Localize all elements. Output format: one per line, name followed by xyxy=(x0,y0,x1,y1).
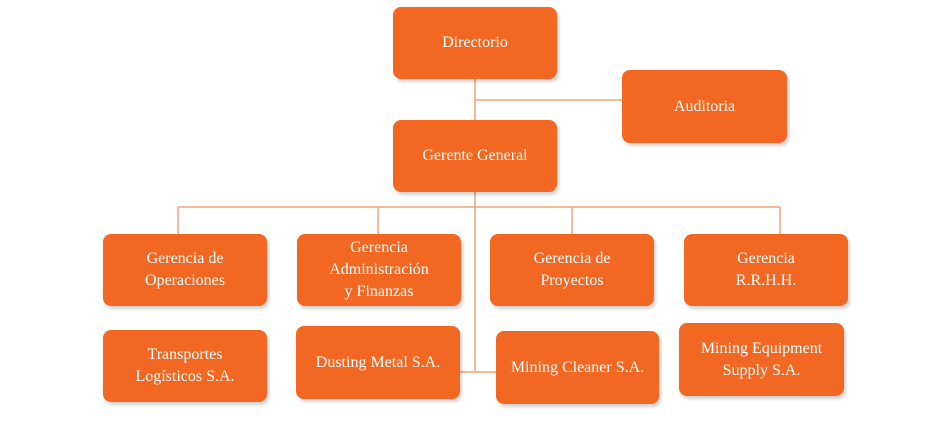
node-dusting-metal: Dusting Metal S.A. xyxy=(296,326,460,399)
node-gerencia-administracion: Gerencia Administración y Finanzas xyxy=(297,234,461,306)
node-mining-cleaner: Mining Cleaner S.A. xyxy=(496,331,659,404)
node-gerencia-proyectos: Gerencia de Proyectos xyxy=(490,234,654,306)
node-mining-equipment: Mining Equipment Supply S.A. xyxy=(679,323,844,396)
node-auditoria: Auditoria xyxy=(622,70,787,143)
node-gerente-general: Gerente General xyxy=(393,120,557,192)
node-gerencia-rrhh: Gerencia R.R.H.H. xyxy=(684,234,848,306)
node-gerencia-operaciones: Gerencia de Operaciones xyxy=(103,234,267,306)
node-directorio: Directorio xyxy=(393,7,557,79)
node-transportes-logisticos: Transportes Logísticos S.A. xyxy=(103,330,267,402)
